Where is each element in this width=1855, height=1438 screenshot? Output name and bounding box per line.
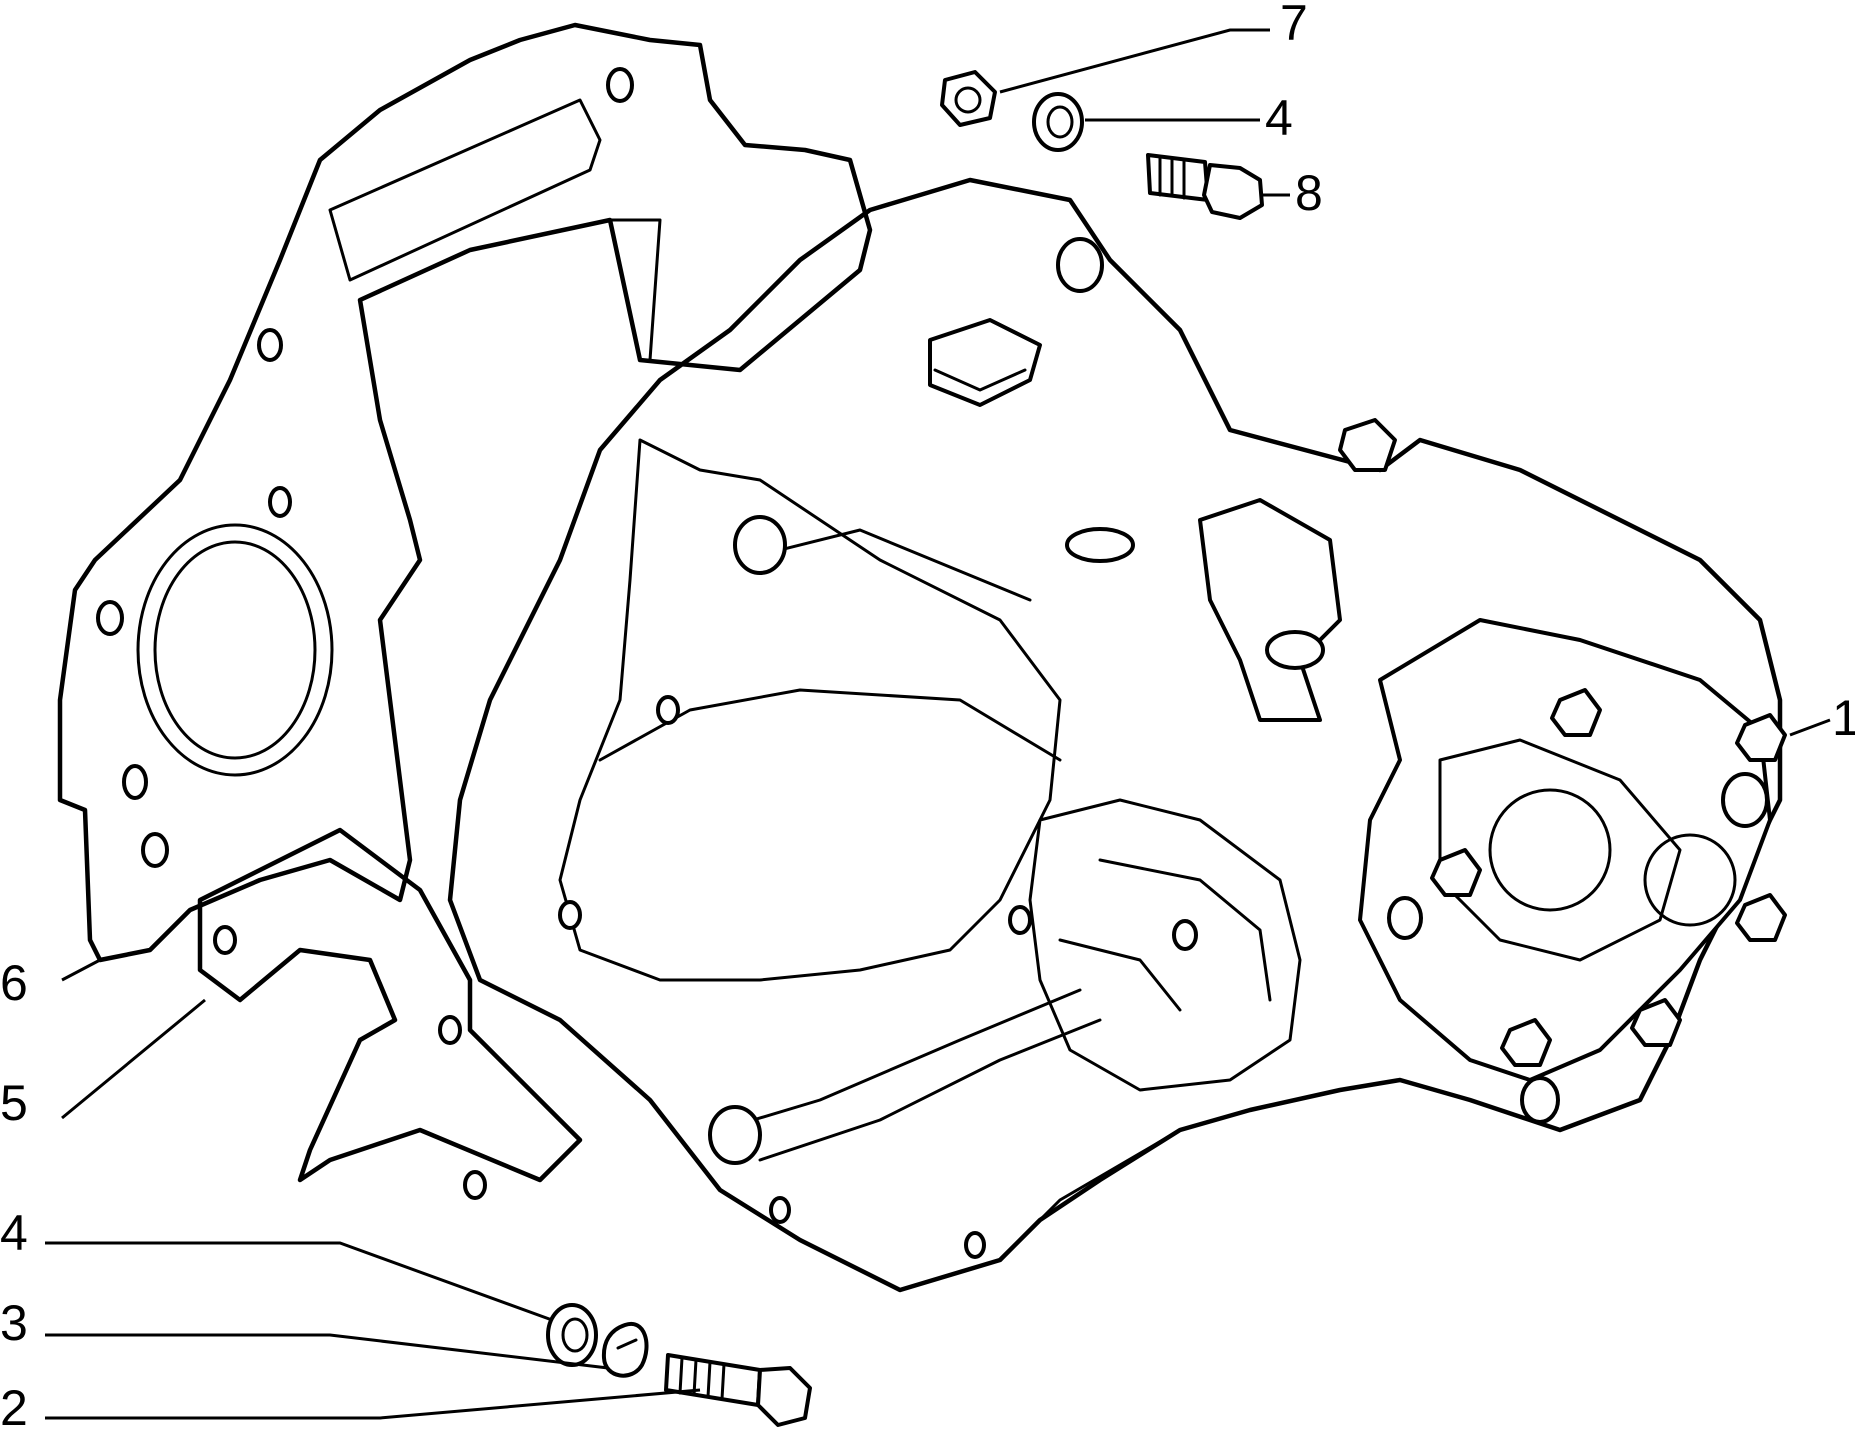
callout-4-top: 4 <box>1265 90 1293 146</box>
washer-part-4-bottom <box>546 1303 598 1367</box>
leader-5 <box>61 998 206 1120</box>
callout-4-bottom: 4 <box>0 1205 28 1261</box>
leader-2 <box>45 1388 701 1420</box>
callout-6: 6 <box>0 955 28 1011</box>
cover-plate-part-6 <box>57 22 873 963</box>
leader-lines <box>45 28 1831 1420</box>
gearbox-housing-part-1 <box>447 177 1787 1293</box>
leader-3 <box>45 1333 609 1370</box>
lower-plate-part-5 <box>197 827 583 1200</box>
bolt-part-8 <box>1146 153 1264 220</box>
spring-washer-part-3 <box>601 1321 649 1378</box>
bolt-part-2 <box>664 1353 812 1427</box>
callout-8: 8 <box>1295 165 1323 221</box>
leader-1 <box>1789 718 1831 737</box>
leader-6 <box>61 958 101 982</box>
leader-7 <box>999 28 1270 94</box>
callout-1: 1 <box>1832 690 1855 746</box>
callout-3: 3 <box>0 1295 28 1351</box>
washer-part-4-top <box>1032 92 1084 152</box>
leader-4-bottom <box>45 1241 553 1322</box>
callout-7: 7 <box>1280 0 1308 51</box>
nut-part-7 <box>940 70 997 127</box>
callout-5: 5 <box>0 1075 28 1131</box>
callout-2: 2 <box>0 1380 28 1436</box>
